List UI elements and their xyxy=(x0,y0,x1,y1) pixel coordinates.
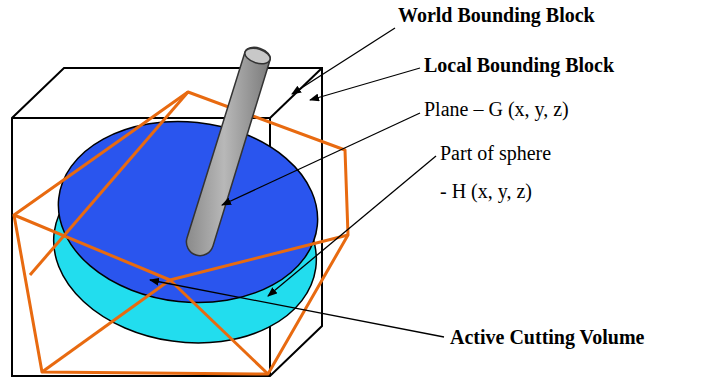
volume-label: Active Cutting Volume xyxy=(450,326,644,349)
cutting-plane xyxy=(49,109,326,315)
surface-label: Part of sphere xyxy=(440,142,551,165)
function-label: - H (x, y, z) xyxy=(440,180,532,203)
local-bounding-block xyxy=(14,92,348,374)
block-label: Local Bounding Block xyxy=(424,54,614,77)
leader-line xyxy=(150,28,444,337)
surface-label: Plane – G (x, y, z) xyxy=(424,98,569,121)
tool-shank xyxy=(186,46,272,256)
block-label: World Bounding Block xyxy=(398,4,595,27)
